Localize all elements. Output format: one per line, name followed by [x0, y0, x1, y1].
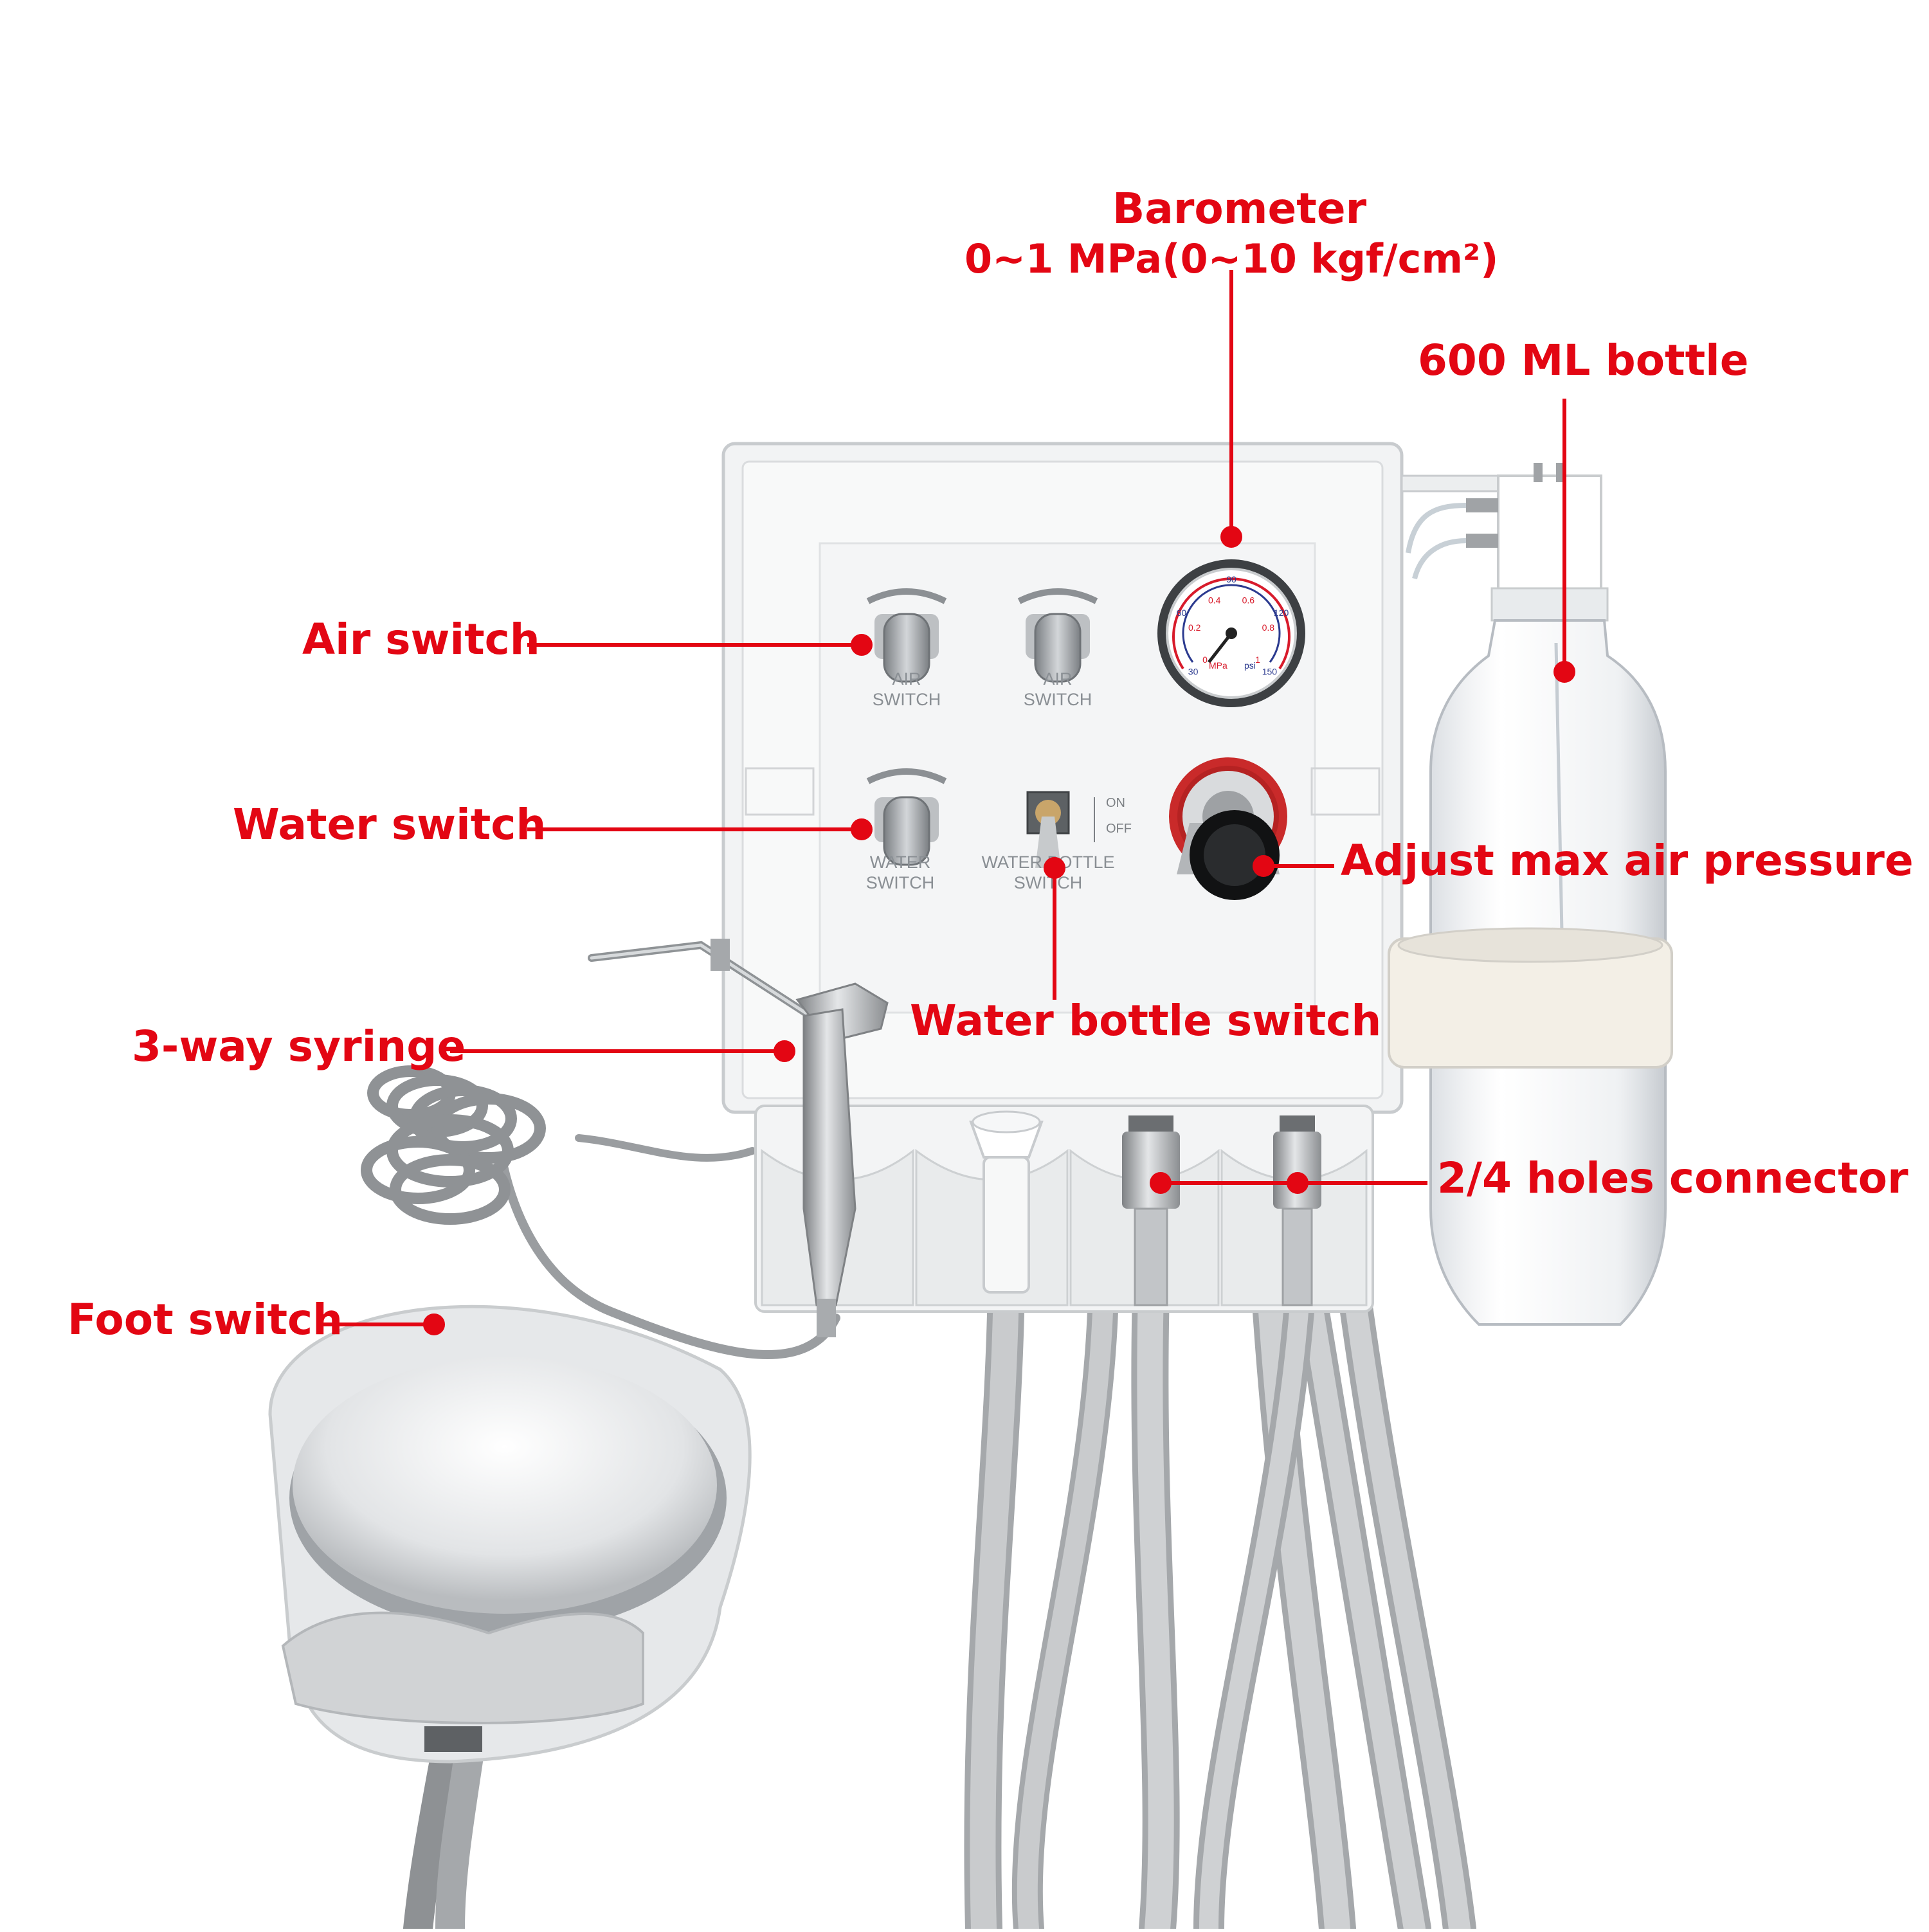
- foot-switch: [268, 1305, 752, 1764]
- syringe-label: 3-way syringe: [132, 1022, 466, 1071]
- toggle-on-label: ON: [1106, 796, 1125, 810]
- coiled-cable: [361, 1065, 546, 1225]
- gauge-psi-tick-label: 120: [1274, 608, 1289, 618]
- barometer-title-label: Barometer: [1112, 184, 1367, 233]
- gauge-unit-mpa: MPa: [1209, 660, 1227, 671]
- water-switch-label-line1: WATER: [870, 853, 931, 872]
- air-switch-1-label-line2: SWITCH: [873, 690, 941, 709]
- gauge-mpa-tick-label: 0.2: [1188, 622, 1201, 633]
- three-way-syringe: [588, 941, 889, 1337]
- connector-label: 2/4 holes connector: [1437, 1153, 1908, 1203]
- air-switch-knob-2: AIR SWITCH: [1017, 588, 1098, 709]
- water-bottle-switch-label: Water bottle switch: [910, 996, 1382, 1045]
- handpiece-connector-2: [1273, 1115, 1321, 1306]
- barometer-range-label: 0~1 MPa(0~10 kgf/cm²): [964, 235, 1499, 282]
- toggle-off-label: OFF: [1106, 822, 1132, 836]
- gauge-mpa-tick-label: 0: [1202, 655, 1208, 665]
- gauge-mpa-tick-label: 0.8: [1262, 622, 1275, 633]
- callout-lines: [320, 270, 1575, 1335]
- pressure-regulator: [1169, 757, 1287, 900]
- air-switch-knob-1: AIR SWITCH: [866, 588, 947, 709]
- air-switch-label: Air switch: [302, 615, 540, 664]
- hoses: [403, 1134, 1476, 1932]
- gauge-psi-tick-label: 150: [1262, 666, 1278, 676]
- air-switch-1-label-line1: AIR: [892, 669, 921, 689]
- ejector-handpiece: [969, 1110, 1044, 1294]
- gauge-psi-tick-label: 60: [1177, 608, 1187, 618]
- water-switch-label: Water switch: [233, 800, 547, 849]
- gauge-mpa-tick-label: 0.6: [1242, 595, 1255, 605]
- adjust-pressure-label: Adjust max air pressure: [1341, 836, 1914, 885]
- gauge-psi-tick-label: 30: [1188, 666, 1199, 676]
- gauge-mpa-tick-label: 0.4: [1208, 595, 1221, 605]
- water-bottle: [1388, 463, 1673, 1326]
- gauge-mpa-tick-label: 1: [1255, 655, 1260, 665]
- foot-switch-label: Foot switch: [68, 1295, 343, 1344]
- air-switch-2-label-line1: AIR: [1043, 669, 1072, 689]
- barometer-gauge: 0 0.2 0.4 0.6 0.8 1 30 60 90 120 150 MPa psi: [1157, 559, 1305, 707]
- water-switch-knob: WATER SWITCH: [866, 768, 947, 892]
- water-switch-label-line2: SWITCH: [866, 873, 934, 892]
- gauge-unit-psi: psi: [1244, 660, 1256, 671]
- gauge-psi-tick-label: 90: [1226, 574, 1236, 584]
- left-fitting: [711, 939, 730, 971]
- air-switch-2-label-line2: SWITCH: [1024, 690, 1092, 709]
- bottle-label: 600 ML bottle: [1418, 336, 1749, 385]
